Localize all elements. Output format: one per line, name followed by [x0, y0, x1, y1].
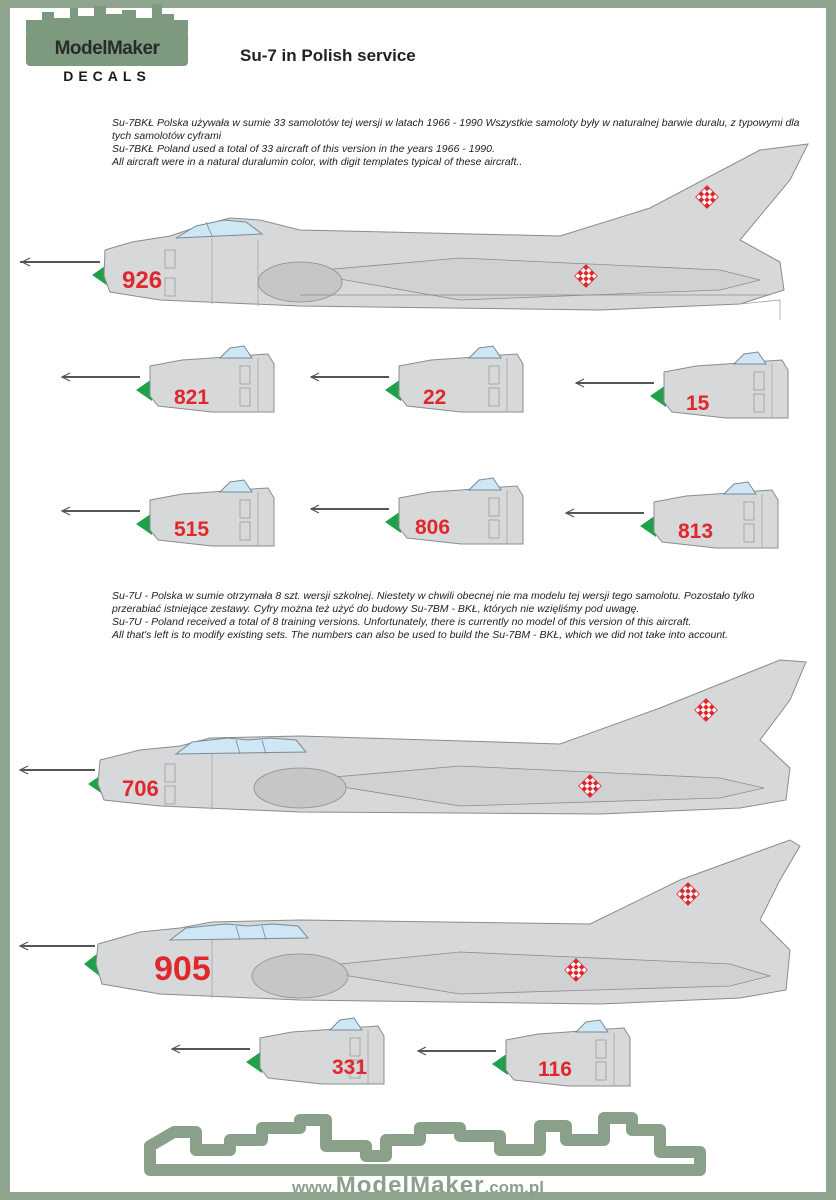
- side-number-706: 706: [122, 776, 159, 801]
- nose-profile-806: 806: [310, 477, 524, 545]
- nose-profile-821: 821: [61, 345, 275, 413]
- footer-www: www.: [292, 1178, 336, 1197]
- footer-tld: .com.pl: [484, 1178, 544, 1197]
- logo-top-text: ModelMaker: [54, 38, 160, 59]
- intro-line-pl: Su-7BKŁ Polska używała w sumie 33 samolo…: [112, 117, 800, 142]
- side-number-926: 926: [122, 267, 162, 294]
- side-number-331: 331: [332, 1056, 367, 1079]
- trainer-line-en-2: All that's left is to modify existing se…: [112, 629, 728, 641]
- nose-profile-116: 116: [417, 1019, 631, 1087]
- su7bkl-side-view: 926: [19, 143, 809, 321]
- logo-skyline-icon: [26, 4, 188, 32]
- side-number-821: 821: [174, 386, 209, 409]
- trainer-paragraph: Su-7U - Polska w sumie otrzymała 8 szt. …: [112, 590, 802, 642]
- footer-website: www.ModelMaker.com.pl: [0, 1172, 836, 1200]
- su7u-side-view-706: 706: [19, 659, 807, 815]
- logo-banner: [26, 30, 188, 66]
- side-number-116: 116: [538, 1058, 572, 1081]
- footer-brand: ModelMaker: [335, 1172, 485, 1199]
- su7u-side-view-905: 905: [19, 839, 801, 1005]
- side-number-813: 813: [678, 520, 713, 543]
- nose-profile-515: 515: [61, 479, 275, 547]
- nose-profile-15: 15: [575, 351, 789, 419]
- trainer-line-pl: Su-7U - Polska w sumie otrzymała 8 szt. …: [112, 590, 755, 615]
- nose-profile-331: 331: [171, 1017, 385, 1085]
- intro-line-en-1: Su-7BKŁ Poland used a total of 33 aircra…: [112, 143, 495, 155]
- side-number-22: 22: [423, 386, 446, 409]
- footer-skyline-icon: [144, 1112, 706, 1176]
- trainer-line-en-1: Su-7U - Poland received a total of 8 tra…: [112, 616, 692, 628]
- intro-paragraph: Su-7BKŁ Polska używała w sumie 33 samolo…: [112, 117, 802, 169]
- logo-bottom-text: DECALS: [63, 68, 151, 84]
- side-number-15: 15: [686, 392, 710, 415]
- side-number-905: 905: [154, 950, 211, 988]
- page-title: Su-7 in Polish service: [240, 46, 416, 65]
- side-number-806: 806: [415, 516, 450, 539]
- nose-profile-22: 22: [310, 345, 524, 413]
- nose-profile-813: 813: [565, 481, 779, 549]
- intro-line-en-2: All aircraft were in a natural duralumin…: [112, 156, 523, 168]
- modelmaker-logo: ModelMaker DECALS: [22, 4, 192, 84]
- side-number-515: 515: [174, 518, 209, 541]
